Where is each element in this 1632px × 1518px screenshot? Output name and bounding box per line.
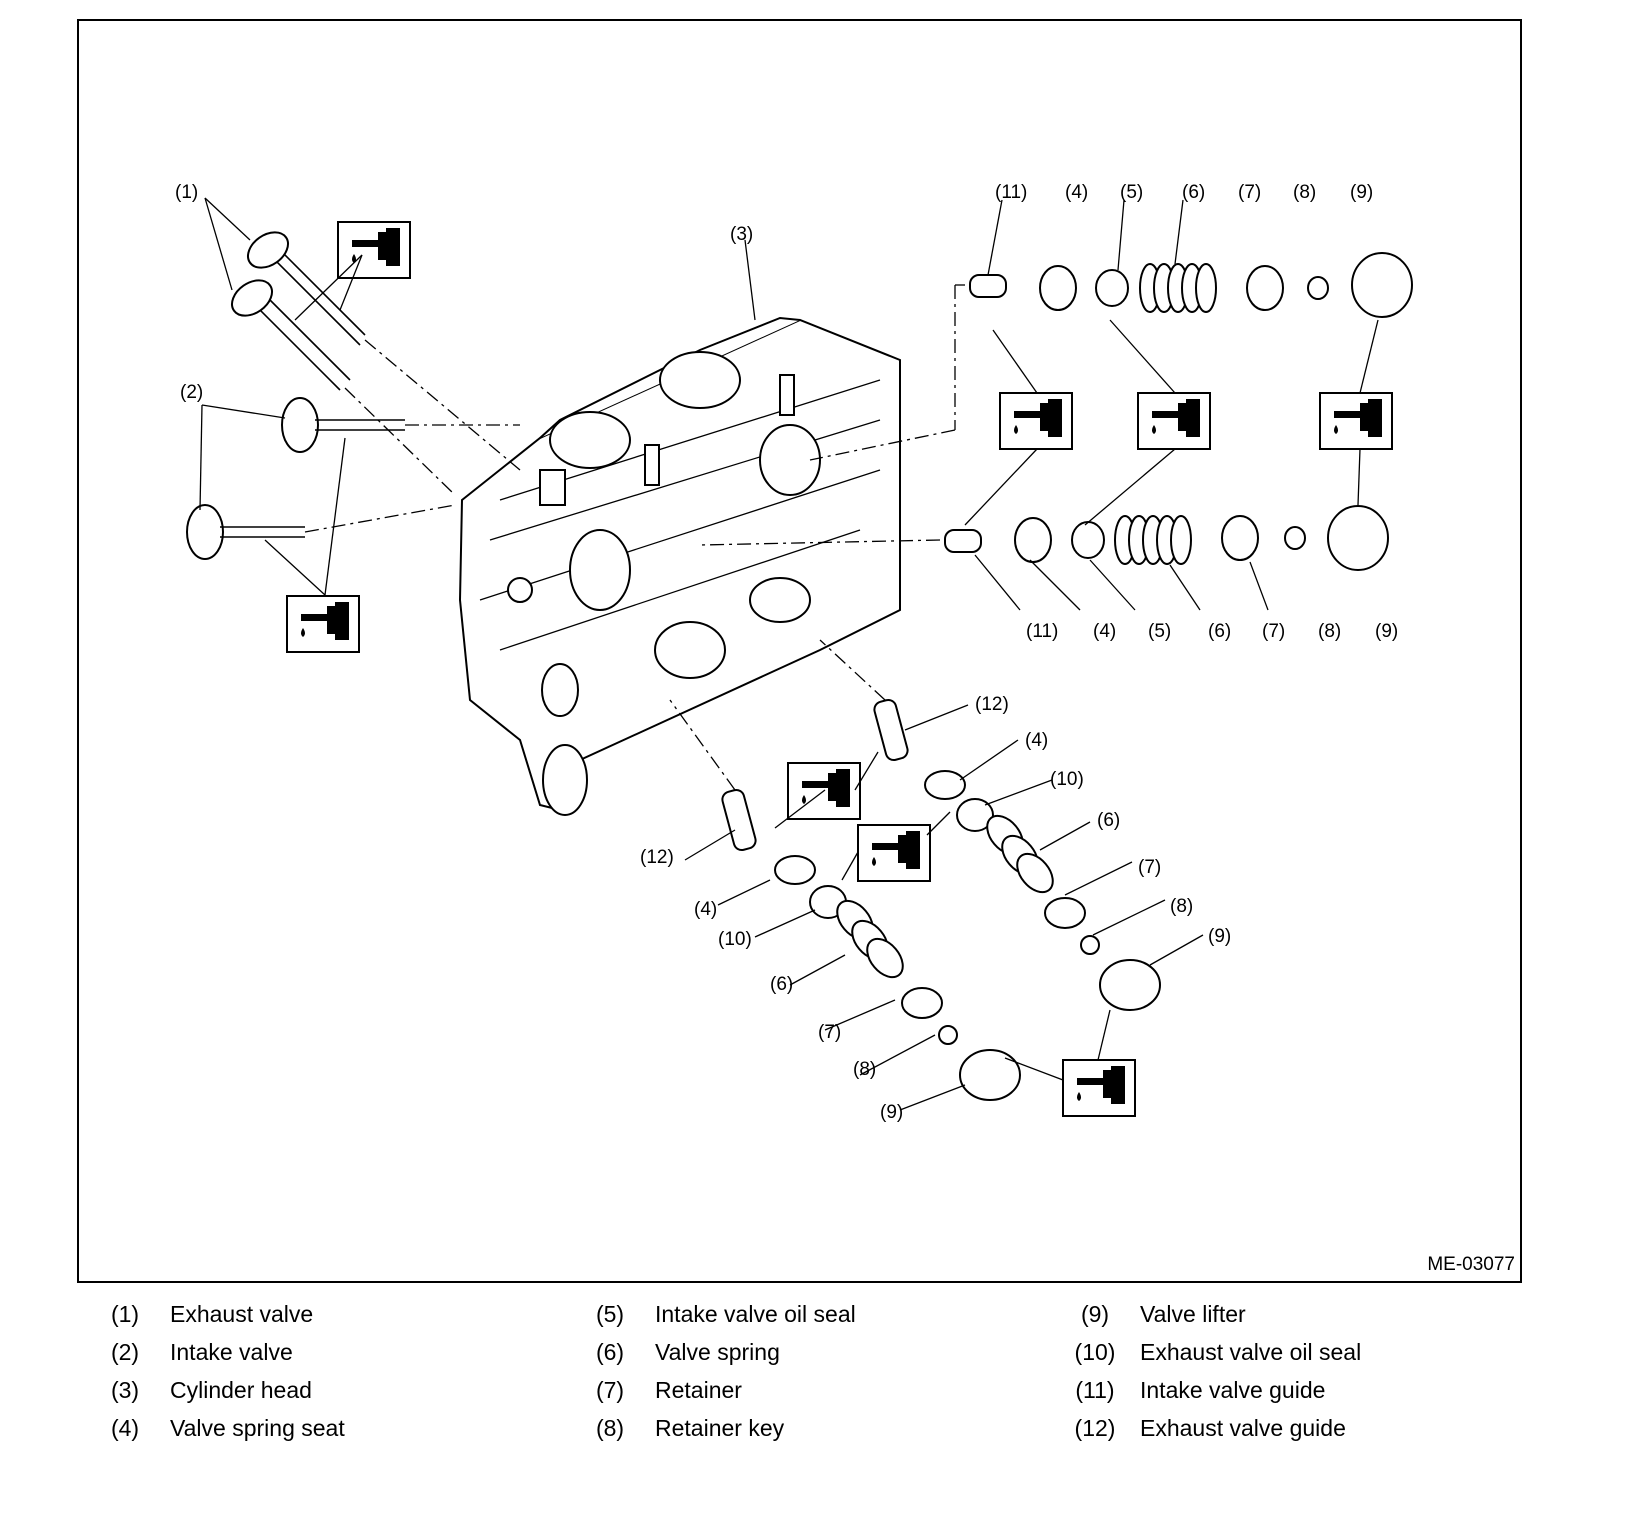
callout-8: (8): [853, 1059, 876, 1080]
legend-text: Retainer: [655, 1377, 742, 1403]
legend-number: (1): [110, 1301, 140, 1327]
legend-text: Intake valve: [170, 1339, 293, 1365]
left-exhaust-components: [669, 699, 1021, 1101]
legend-number: (3): [110, 1377, 140, 1403]
legend-number: (9): [1080, 1301, 1110, 1327]
leader-lines: [199, 197, 1379, 1111]
right-exhaust-components: [819, 639, 1161, 1011]
legend-text: Intake valve oil seal: [655, 1301, 856, 1327]
callout-9: (9): [1350, 182, 1373, 203]
legend-text: Valve lifter: [1140, 1301, 1246, 1327]
callout-12: (12): [640, 847, 674, 868]
callout-8: (8): [1318, 621, 1341, 642]
legend-text: Intake valve guide: [1140, 1377, 1326, 1403]
legend-number: (7): [595, 1377, 625, 1403]
legend-text: Valve spring seat: [170, 1415, 345, 1441]
legend-number: (4): [110, 1415, 140, 1441]
callout-2: (2): [180, 382, 203, 403]
exhaust-valves: [231, 231, 521, 496]
legend-text: Exhaust valve: [170, 1301, 314, 1327]
callout-7: (7): [818, 1022, 841, 1043]
callout-11: (11): [995, 182, 1027, 203]
legend-text: Cylinder head: [170, 1377, 312, 1403]
callout-9: (9): [1375, 621, 1398, 642]
upper-intake-components: [809, 252, 1413, 461]
callout-labels: (1) (2) (3) (11) (4) (5) (6) (7) (8) (9)…: [175, 182, 1398, 1123]
callout-11: (11): [1026, 621, 1058, 642]
cylinder-head: [458, 316, 901, 816]
legend-number: (12): [1074, 1415, 1116, 1441]
legend-number: (2): [110, 1339, 140, 1365]
callout-4: (4): [1065, 182, 1088, 203]
callout-10: (10): [1050, 769, 1084, 790]
callout-8: (8): [1170, 896, 1193, 917]
intake-valves: [186, 397, 520, 560]
legend-number: (5): [595, 1301, 625, 1327]
figure-frame: [77, 19, 1522, 1283]
legend-text: Exhaust valve oil seal: [1140, 1339, 1362, 1365]
callout-4: (4): [694, 899, 717, 920]
callout-7: (7): [1238, 182, 1261, 203]
callout-9: (9): [1208, 926, 1231, 947]
callout-4: (4): [1025, 730, 1048, 751]
callout-5: (5): [1148, 621, 1171, 642]
callout-7: (7): [1138, 857, 1161, 878]
callout-4: (4): [1093, 621, 1116, 642]
callout-8: (8): [1293, 182, 1316, 203]
callout-9: (9): [880, 1102, 903, 1123]
legend-number: (11): [1075, 1377, 1115, 1403]
lower-intake-components: [699, 505, 1389, 571]
callout-1: (1): [175, 182, 198, 203]
figure-code: ME-03077: [1427, 1254, 1515, 1275]
callout-5: (5): [1120, 182, 1143, 203]
callout-7: (7): [1262, 621, 1285, 642]
callout-12: (12): [975, 694, 1009, 715]
legend-number: (6): [595, 1339, 625, 1365]
legend-number: (8): [595, 1415, 625, 1441]
callout-10: (10): [718, 929, 752, 950]
callout-6: (6): [770, 974, 793, 995]
legend-text: Valve spring: [655, 1339, 780, 1365]
legend-text: Retainer key: [655, 1415, 785, 1441]
legend-text: Exhaust valve guide: [1140, 1415, 1346, 1441]
callout-6: (6): [1182, 182, 1205, 203]
legend-number: (10): [1074, 1339, 1116, 1365]
callout-6: (6): [1097, 810, 1120, 831]
callout-3: (3): [730, 224, 753, 245]
callout-6: (6): [1208, 621, 1231, 642]
